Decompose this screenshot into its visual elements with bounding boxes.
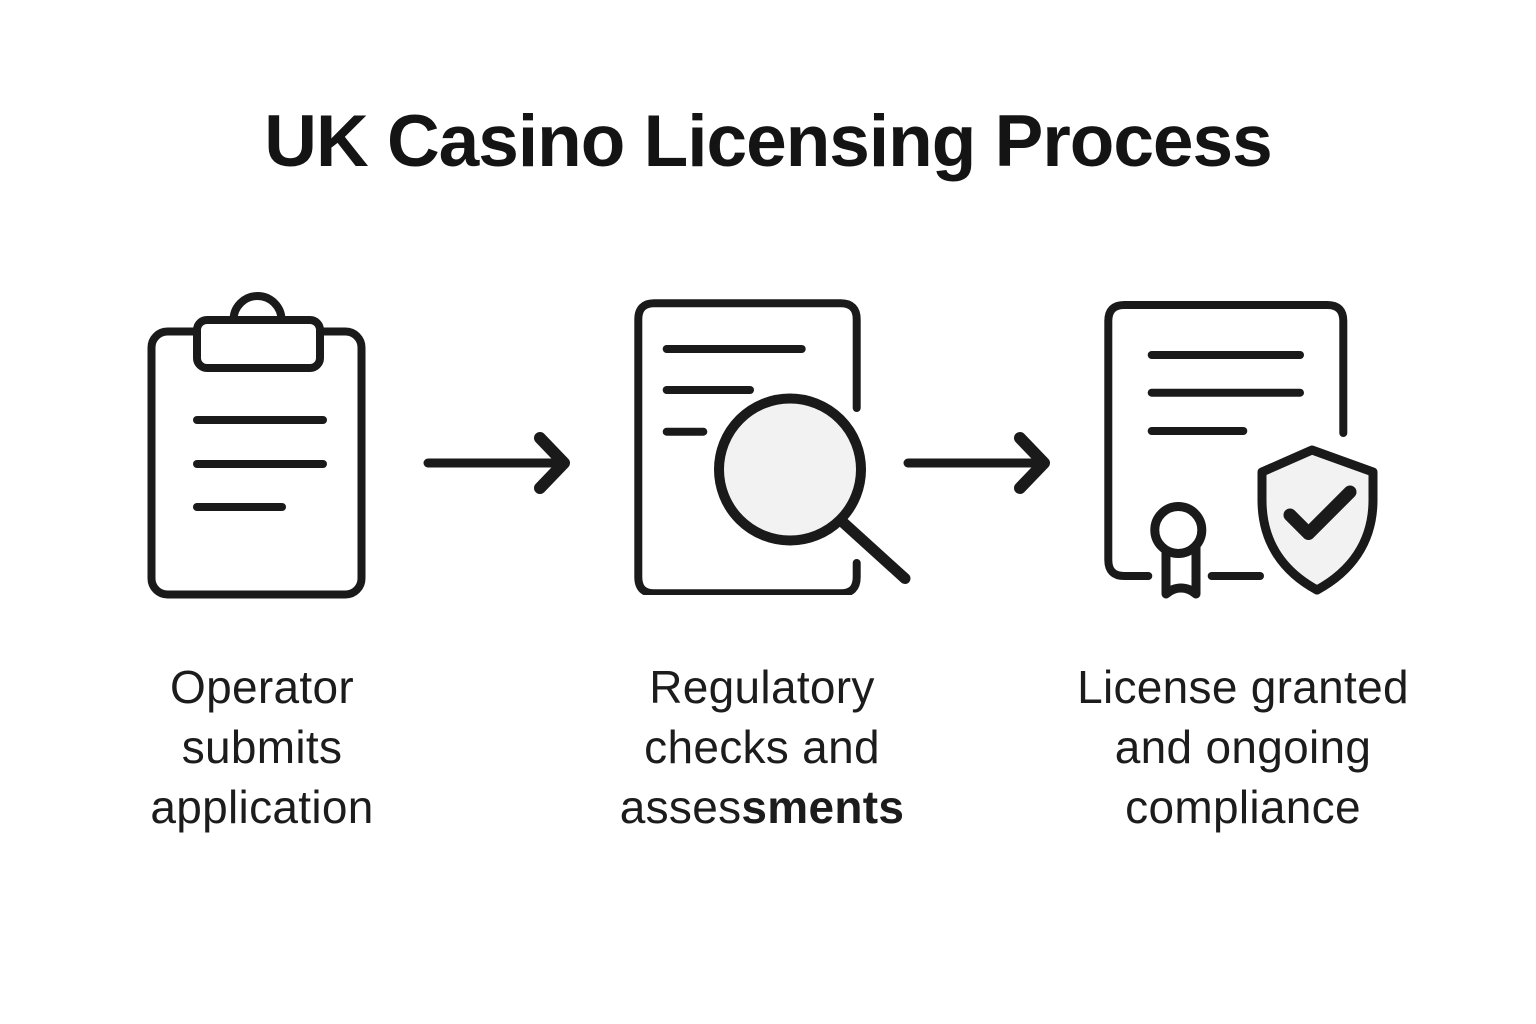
- step-caption-regulatory-checks-assessments: Regulatory checks and assessments: [562, 657, 962, 837]
- certificate-outline: [1104, 301, 1348, 580]
- page-title: UK Casino Licensing Process: [264, 101, 1272, 182]
- caption-line: submits: [181, 721, 343, 773]
- document-outline: [634, 299, 861, 595]
- magnifier-handle: [835, 515, 911, 584]
- arrow-head: [1014, 432, 1050, 494]
- arrow-right-icon: [423, 432, 570, 494]
- arrow-head: [534, 432, 570, 494]
- caption-line: application: [150, 781, 374, 833]
- step-caption-operator-submits-application: Operator submits application: [62, 657, 462, 837]
- clipboard-icon: [147, 292, 366, 599]
- arrow-right-icon: [903, 432, 1050, 494]
- caption-line: assessments: [619, 781, 905, 833]
- step-caption-license-granted-compliance: License granted and ongoing compliance: [1023, 657, 1463, 837]
- caption-line: and ongoing: [1114, 721, 1372, 773]
- document-search-icon: [634, 299, 911, 595]
- caption-line: Regulatory: [649, 661, 875, 713]
- caption-line: checks and: [644, 721, 880, 773]
- caption-line: compliance: [1125, 781, 1361, 833]
- certificate-shield-check-icon: [1104, 301, 1378, 599]
- caption-line: License granted: [1077, 661, 1409, 713]
- clipboard-clip: [193, 316, 324, 372]
- caption-line: Operator: [170, 661, 354, 713]
- ribbon-seal: [1150, 502, 1207, 558]
- shield-checkmark: [1283, 485, 1357, 540]
- magnifier-lens: [714, 393, 866, 546]
